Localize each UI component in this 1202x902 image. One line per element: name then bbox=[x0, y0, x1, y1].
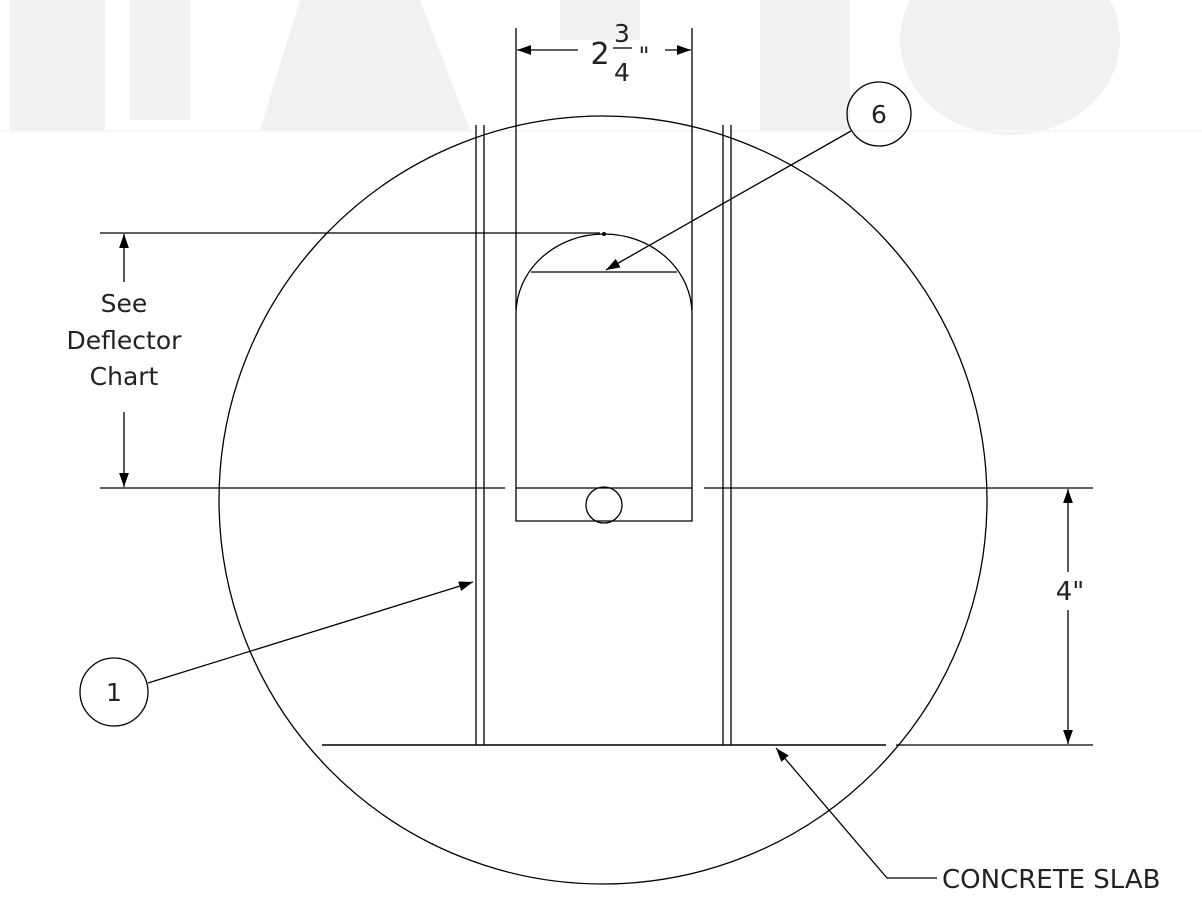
slab-label: CONCRETE SLAB bbox=[942, 865, 1161, 895]
slab-leader bbox=[775, 747, 937, 879]
leader-6 bbox=[605, 130, 852, 271]
leader-1 bbox=[147, 581, 474, 684]
balloon-1-label: 1 bbox=[106, 678, 122, 707]
left-wall bbox=[475, 125, 485, 745]
balloon-1 bbox=[79, 657, 149, 727]
right-wall bbox=[722, 125, 732, 745]
deflector-body bbox=[515, 233, 693, 522]
deflector-pin bbox=[585, 486, 623, 524]
width-unit: " bbox=[638, 42, 649, 70]
detail-circle bbox=[218, 115, 988, 885]
width-numerator: 3 bbox=[614, 19, 630, 48]
width-whole: 2 bbox=[590, 37, 609, 72]
balloon-6 bbox=[846, 81, 912, 147]
apex-point bbox=[602, 232, 606, 236]
note-line-3: Chart bbox=[90, 362, 159, 391]
watermark-logo bbox=[0, 0, 1202, 135]
note-line-1: See bbox=[101, 289, 148, 318]
balloon-6-label: 6 bbox=[871, 100, 887, 129]
note-line-2: Deflector bbox=[67, 326, 183, 355]
deflector-chart-note: See Deflector Chart bbox=[67, 289, 183, 391]
height-dimension-text: 4" bbox=[1056, 577, 1085, 607]
width-dimension-text: 2 3 4 " bbox=[590, 19, 649, 87]
width-denominator: 4 bbox=[614, 58, 630, 87]
